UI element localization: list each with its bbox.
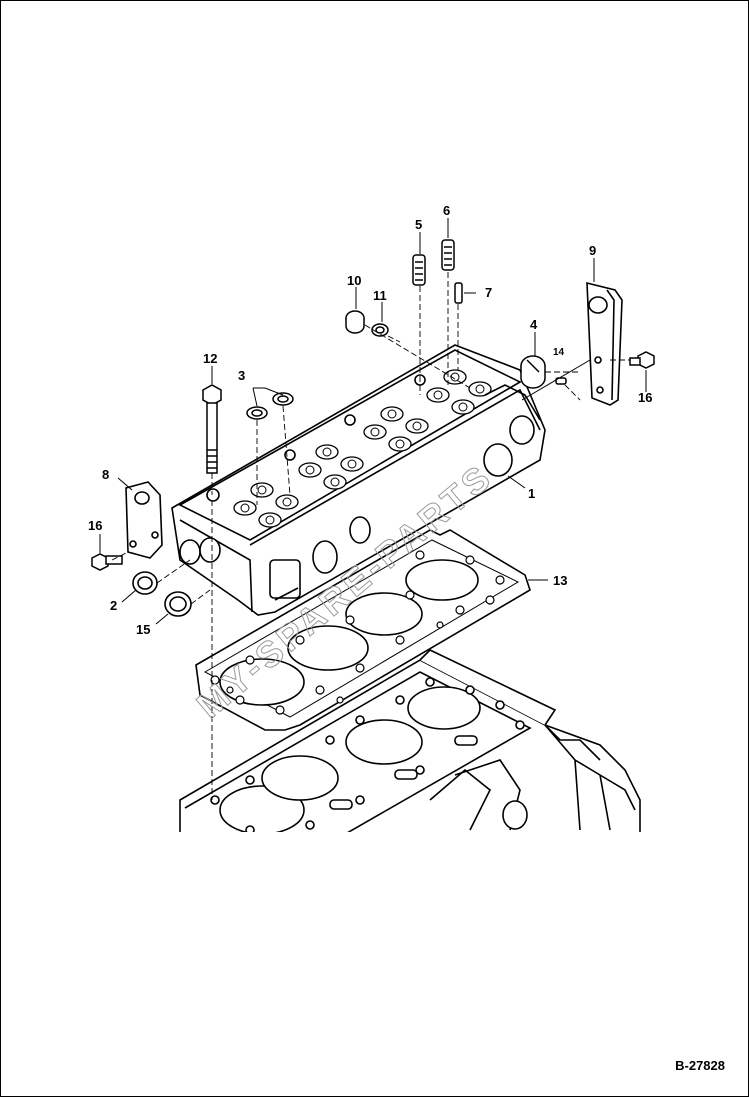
callout-16-left: 16 xyxy=(88,518,102,533)
cylinder-head xyxy=(171,344,546,616)
head-gasket xyxy=(195,529,531,731)
callout-2: 2 xyxy=(110,598,117,613)
plug-10 xyxy=(345,310,365,334)
callout-4: 4 xyxy=(530,317,538,332)
dowel-7 xyxy=(454,282,463,304)
leader-lines xyxy=(99,218,647,800)
stud-6 xyxy=(441,239,455,271)
lifting-bracket-8 xyxy=(125,481,163,559)
bolt-16-left xyxy=(91,553,123,571)
callout-13: 13 xyxy=(553,573,567,588)
callout-8: 8 xyxy=(102,467,109,482)
stud-5 xyxy=(412,254,426,286)
callout-16-right: 16 xyxy=(638,390,652,405)
head-bolt-12 xyxy=(202,384,222,474)
callout-12: 12 xyxy=(203,351,217,366)
ring-15 xyxy=(164,591,192,617)
callout-6: 6 xyxy=(443,203,450,218)
engine-block xyxy=(179,649,641,832)
callout-14: 14 xyxy=(553,347,565,358)
callout-10: 10 xyxy=(347,273,361,288)
bolt-16-right xyxy=(629,351,655,369)
callout-3: 3 xyxy=(238,368,245,383)
callout-15: 15 xyxy=(136,622,150,637)
callout-5: 5 xyxy=(415,217,422,232)
ring-2 xyxy=(132,571,158,595)
bracket-9 xyxy=(586,281,623,406)
pin-14 xyxy=(555,377,567,385)
callout-11: 11 xyxy=(373,288,387,303)
callout-1: 1 xyxy=(528,486,535,501)
cap-4 xyxy=(520,355,546,389)
callout-7: 7 xyxy=(485,285,492,300)
valve-seals-3 xyxy=(246,392,294,420)
seal-11 xyxy=(371,323,389,337)
drawing-reference-code: B-27828 xyxy=(675,1058,725,1073)
callout-9: 9 xyxy=(589,243,596,258)
